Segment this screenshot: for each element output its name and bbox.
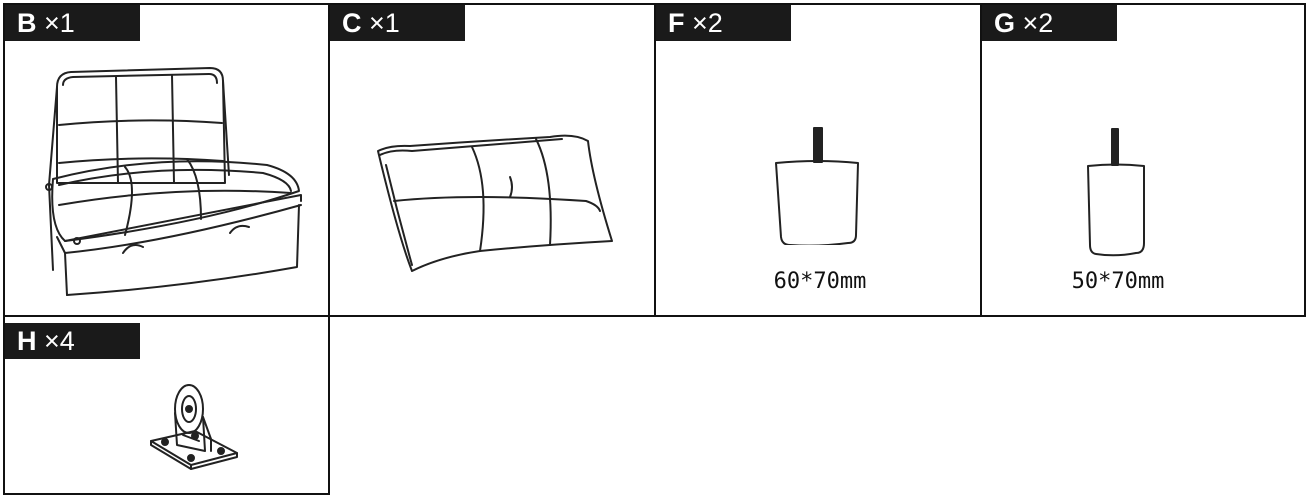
part-c-cell: C ×1 [328, 3, 656, 317]
part-c-letter: C [342, 8, 362, 38]
part-f-dimension: 60*70mm [773, 269, 867, 294]
part-c-qty: ×1 [369, 8, 400, 38]
part-b-letter: B [17, 8, 37, 38]
sofa-leg-large-icon [775, 127, 859, 245]
part-h-qty: ×4 [44, 326, 75, 356]
part-g-dimension: 50*70mm [1071, 269, 1165, 294]
part-h-cell: H ×4 [3, 315, 330, 495]
sofa-bed-icon [45, 67, 302, 296]
part-g-label: G ×2 [982, 5, 1117, 41]
part-b-qty: ×1 [44, 8, 75, 38]
part-h-letter: H [17, 326, 37, 356]
sofa-leg-small-icon [1087, 128, 1145, 257]
part-b-cell: B ×1 [3, 3, 330, 317]
part-f-cell: F ×2 60*70mm [654, 3, 982, 317]
part-g-letter: G [994, 8, 1016, 38]
part-h-label: H ×4 [5, 323, 140, 359]
part-b-label: B ×1 [5, 5, 140, 41]
cushion-icon [377, 134, 613, 272]
part-f-label: F ×2 [656, 5, 791, 41]
part-f-qty: ×2 [692, 8, 723, 38]
part-f-letter: F [668, 8, 685, 38]
part-g-cell: G ×2 50*70mm [980, 3, 1306, 317]
part-c-label: C ×1 [330, 5, 465, 41]
caster-wheel-icon [150, 384, 238, 470]
part-g-qty: ×2 [1022, 8, 1054, 38]
